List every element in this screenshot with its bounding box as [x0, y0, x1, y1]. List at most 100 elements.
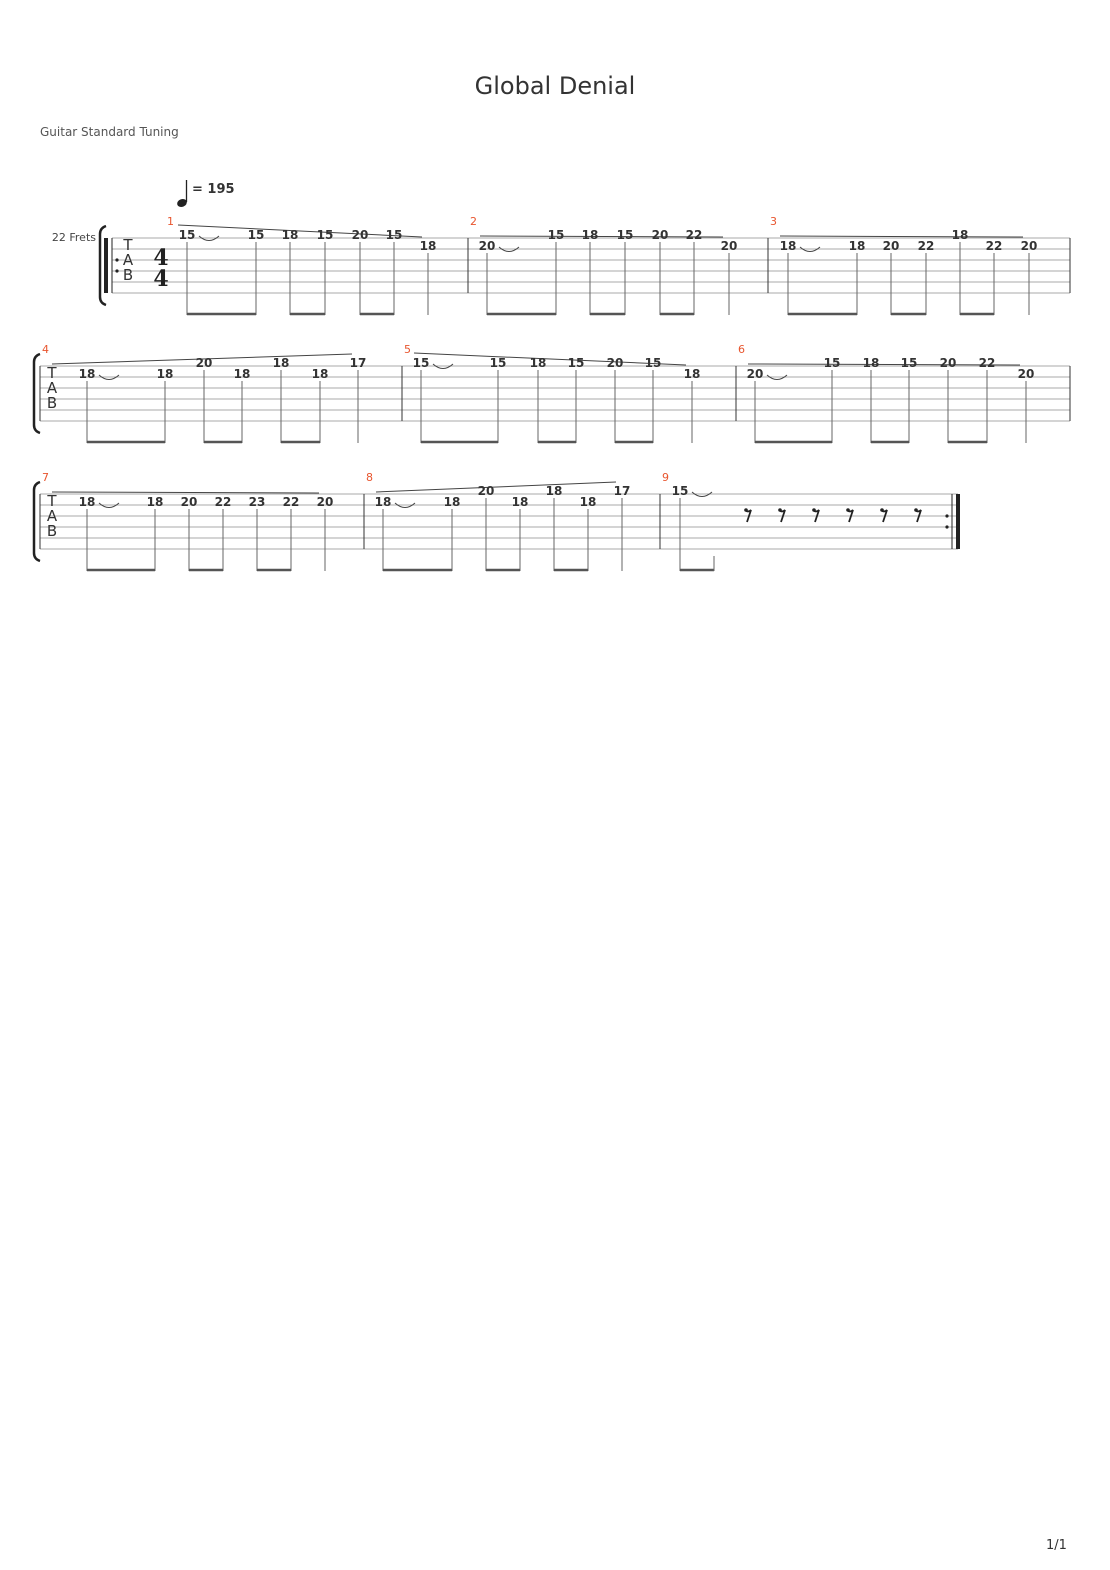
fret-number: 17: [350, 356, 367, 370]
tie-arc: [799, 246, 821, 252]
slide-line: [51, 353, 353, 365]
system-bracket: [98, 224, 107, 307]
fret-number: 20: [652, 228, 669, 242]
fret-number: 18: [79, 367, 96, 381]
fret-number: 15: [248, 228, 265, 242]
repeat-dot: [945, 525, 949, 529]
tuning-label: Guitar Standard Tuning: [40, 125, 179, 139]
fret-number: 20: [196, 356, 213, 370]
measure-number: 6: [738, 343, 745, 356]
slide-line: [779, 235, 1024, 238]
fret-number: 18: [546, 484, 563, 498]
fret-number: 18: [530, 356, 547, 370]
tie-arc: [691, 491, 713, 497]
time-signature-top: 4: [153, 245, 168, 271]
fret-number: 15: [179, 228, 196, 242]
fret-number: 22: [986, 239, 1003, 253]
tab-letter-b: B: [47, 394, 57, 412]
page-number: 1/1: [1046, 1538, 1067, 1553]
eighth-rest-dot: [846, 508, 850, 512]
fret-number: 18: [79, 495, 96, 509]
system-bracket: [32, 480, 41, 563]
fret-number: 20: [747, 367, 764, 381]
measure-number: 1: [167, 215, 174, 228]
tie-arc: [98, 374, 120, 380]
slide-line: [413, 352, 687, 366]
repeat-dot: [115, 269, 119, 273]
tie-arc: [498, 246, 520, 252]
fret-number: 20: [607, 356, 624, 370]
fret-number: 15: [617, 228, 634, 242]
quarter-note-icon: [177, 199, 187, 207]
eighth-rest-dot: [778, 508, 782, 512]
fret-number: 15: [317, 228, 334, 242]
measure-number: 2: [470, 215, 477, 228]
tab-letter-a: A: [123, 251, 134, 269]
fret-number: 18: [444, 495, 461, 509]
fret-number: 20: [940, 356, 957, 370]
fret-number: 15: [568, 356, 585, 370]
score-title: Global Denial: [474, 72, 636, 100]
fret-number: 15: [386, 228, 403, 242]
fret-number: 18: [580, 495, 597, 509]
fret-number: 18: [684, 367, 701, 381]
fret-number: 18: [234, 367, 251, 381]
measure-number: 5: [404, 343, 411, 356]
fret-number: 18: [282, 228, 299, 242]
slide-line: [177, 224, 423, 238]
fret-number: 20: [181, 495, 198, 509]
tab-letter-a: A: [47, 379, 58, 397]
fret-number: 22: [215, 495, 232, 509]
fret-number: 18: [849, 239, 866, 253]
slide-line: [375, 481, 617, 493]
fret-number: 15: [645, 356, 662, 370]
fret-number: 15: [548, 228, 565, 242]
fret-number: 22: [918, 239, 935, 253]
fret-number: 18: [312, 367, 329, 381]
measure-number: 4: [42, 343, 49, 356]
fret-number: 20: [1021, 239, 1038, 253]
tie-arc: [766, 374, 788, 380]
fret-number: 15: [490, 356, 507, 370]
slide-line: [51, 491, 320, 494]
tab-letter-t: T: [122, 236, 133, 254]
repeat-dot: [945, 514, 949, 518]
fret-number: 18: [512, 495, 529, 509]
tie-arc: [98, 502, 120, 508]
slide-line: [747, 363, 1021, 366]
fret-number: 17: [614, 484, 631, 498]
fret-number: 18: [273, 356, 290, 370]
repeat-dot: [115, 258, 119, 262]
slide-line: [479, 235, 724, 238]
fret-number: 22: [979, 356, 996, 370]
eighth-rest-dot: [744, 508, 748, 512]
eighth-rest-dot: [914, 508, 918, 512]
tab-letter-t: T: [46, 364, 57, 382]
fret-number: 18: [420, 239, 437, 253]
fret-number: 18: [780, 239, 797, 253]
measure-number: 3: [770, 215, 777, 228]
fret-number: 18: [952, 228, 969, 242]
fret-number: 22: [686, 228, 703, 242]
fret-number: 18: [157, 367, 174, 381]
fret-number: 15: [824, 356, 841, 370]
frets-label: 22 Frets: [52, 231, 96, 244]
eighth-rest-dot: [812, 508, 816, 512]
fret-number: 20: [478, 484, 495, 498]
eighth-rest-dot: [880, 508, 884, 512]
fret-number: 15: [901, 356, 918, 370]
fret-number: 20: [317, 495, 334, 509]
time-signature-bottom: 4: [153, 266, 168, 292]
tab-letter-t: T: [46, 492, 57, 510]
tie-arc: [198, 235, 220, 241]
fret-number: 20: [1018, 367, 1035, 381]
measure-number: 7: [42, 471, 49, 484]
system-bracket: [32, 352, 41, 435]
tie-arc: [394, 502, 416, 508]
fret-number: 15: [672, 484, 689, 498]
tab-letter-a: A: [47, 507, 58, 525]
fret-number: 20: [721, 239, 738, 253]
fret-number: 18: [147, 495, 164, 509]
tie-arc: [432, 363, 454, 369]
